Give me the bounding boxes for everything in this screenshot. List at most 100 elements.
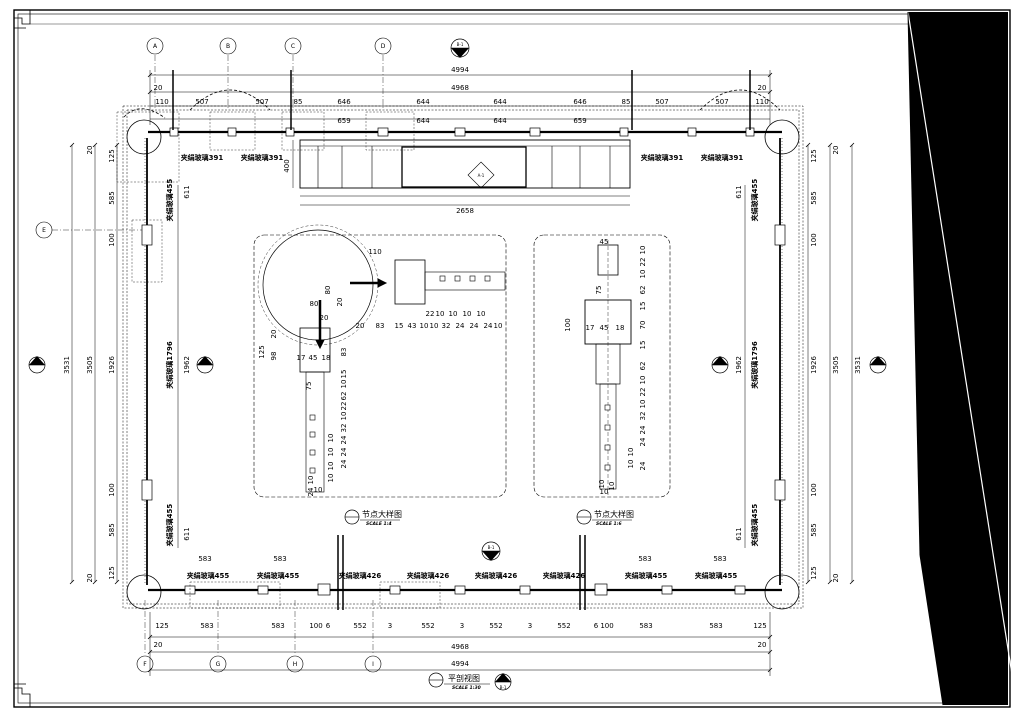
dim-label: 611	[735, 185, 743, 198]
dim-label: 125	[108, 566, 116, 579]
dim-label: 10	[627, 460, 635, 469]
dim-label: 20	[832, 146, 840, 155]
glass-label: 夹绢玻璃455	[695, 571, 738, 580]
dim-label: 10	[639, 246, 647, 255]
dim-label: 659	[337, 117, 350, 125]
vertical-posts	[172, 70, 751, 610]
section-marker-right-inner	[711, 356, 729, 374]
grid-bubble-label: F	[143, 661, 147, 668]
dim-label: 20	[356, 322, 365, 330]
dim-label: 583	[200, 622, 213, 630]
dim-label: 611	[183, 527, 191, 540]
plan-outline	[122, 105, 804, 609]
dim-label: 17	[297, 354, 306, 362]
dim-right-segments: 20 125 585 100 100 585 125 20	[810, 146, 840, 583]
dim-label: 644	[493, 117, 507, 125]
plan-title-text: 平剖视图	[448, 673, 480, 683]
dim-label: 585	[108, 191, 116, 204]
dim-label: 10	[598, 480, 606, 489]
grid-bubble-label: C	[291, 43, 295, 50]
section-marker-left-inner	[196, 356, 214, 374]
dim-label: 507	[255, 98, 268, 106]
dim-label: 583	[713, 555, 726, 563]
dim-label: 125	[258, 345, 266, 358]
dim-label: 100	[108, 483, 116, 496]
grid-bubble: B	[219, 37, 237, 55]
dim-label: 83	[376, 322, 385, 330]
dim-label: 585	[810, 191, 818, 204]
grid-bubble: I	[364, 655, 382, 673]
dimension-ticks	[69, 72, 855, 673]
grid-bubbles: A B C D E F G H	[35, 37, 392, 673]
dim-label: 80	[310, 300, 319, 308]
dim-right-panel: 611 1962 611	[735, 185, 743, 540]
dim-left-panel: 611 1962 611	[183, 185, 191, 540]
dim-label: 22	[639, 258, 647, 267]
glass-label: 夹绢玻璃1796	[750, 341, 759, 389]
detail-title-1: 节点大样图 SCALE 1:4	[344, 509, 402, 527]
dim-label: 646	[337, 98, 351, 106]
glass-clamps	[141, 127, 786, 596]
dim-label: 62	[340, 392, 348, 401]
dim-left-outer: 3531	[63, 356, 71, 374]
dim-label: 6	[594, 622, 599, 630]
dim-label: 24	[470, 322, 479, 330]
grid-bubble-label: D	[381, 43, 386, 50]
section-marker-label: B-1	[500, 685, 507, 690]
dim-left-mid: 3505	[86, 356, 94, 374]
dim-label: 10	[340, 380, 348, 389]
dim-label: 45	[309, 354, 318, 362]
detail-1-holes	[309, 275, 491, 474]
dim-label: 10	[449, 310, 458, 318]
dim-rail-width: 2658	[456, 207, 474, 215]
detail-frame-2	[533, 234, 671, 498]
dim-label: 1962	[735, 356, 743, 374]
dim-label: 646	[573, 98, 587, 106]
dim-top-overall-outer: 4994	[451, 66, 469, 74]
glass-label: 夹绢玻璃455	[750, 504, 759, 547]
dim-label: 125	[155, 622, 168, 630]
dim-label: 85	[622, 98, 631, 106]
dim-label: 10	[436, 310, 445, 318]
dim-label: 62	[639, 362, 647, 371]
dim-rail-height: 400	[283, 159, 291, 172]
glass-labels-bottom: 夹绢玻璃455 夹绢玻璃455 夹绢玻璃426 夹绢玻璃426 夹绢玻璃426 …	[187, 571, 738, 580]
section-marker-label: A-1	[478, 173, 485, 178]
dim-label: 15	[639, 341, 647, 350]
detail-2-holes	[604, 404, 611, 471]
dim-top-inner-row: 659 644 644 659	[337, 117, 586, 125]
dim-label: 552	[421, 622, 434, 630]
dim-label: 24	[456, 322, 465, 330]
dim-label: 62	[639, 286, 647, 295]
grid-bubble: A	[146, 37, 164, 55]
glass-label: 夹绢玻璃455	[165, 179, 174, 222]
glass-label: 夹绢玻璃455	[187, 571, 230, 580]
dim-bottom-end-right: 20	[758, 641, 767, 649]
dim-bottom-overall-outer: 4994	[451, 660, 469, 668]
dim-label: 10	[639, 400, 647, 409]
dim-label: 20	[832, 574, 840, 583]
dim-label: 45	[600, 324, 609, 332]
dim-label: 32	[442, 322, 451, 330]
dim-label: 125	[753, 622, 766, 630]
dim-label: 15	[395, 322, 404, 330]
dim-label: 10	[327, 448, 335, 457]
dim-label: 110	[155, 98, 168, 106]
dim-label: 24	[639, 437, 647, 446]
section-marker-label: B-1	[488, 545, 495, 550]
dim-label: 3	[528, 622, 532, 630]
dim-bottom-segments: 125 583 583 100 6 552 3 552 3 552 3 552 …	[155, 622, 766, 630]
dim-label: 644	[493, 98, 507, 106]
glass-label: 夹绢玻璃1796	[165, 341, 174, 389]
dim-label: 585	[108, 523, 116, 536]
dim-label: 20	[86, 146, 94, 155]
dim-label: 100	[810, 483, 818, 496]
dim-label: 22	[639, 388, 647, 397]
dim-label: 100	[108, 233, 116, 246]
dim-top-end-right: 20	[758, 84, 767, 92]
plan-scale-text: SCALE 1:30	[452, 685, 481, 691]
grid-bubble-label: G	[216, 661, 221, 668]
dim-label: 100	[564, 318, 572, 331]
grid-bubble: G	[209, 655, 227, 673]
grid-bubble: H	[286, 655, 304, 673]
